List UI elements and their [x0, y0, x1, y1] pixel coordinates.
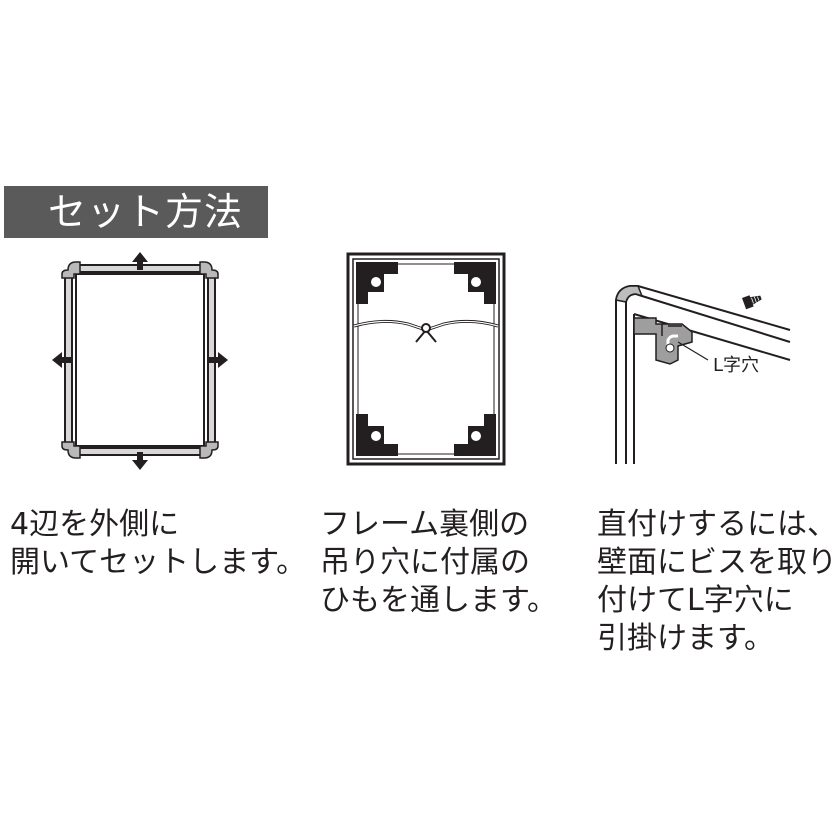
l-hole-label: L字穴 — [713, 355, 760, 376]
caption-line: 引掛けます。 — [597, 621, 774, 656]
step-3-caption: 直付けするには、 壁面にビスを取り 付けてL字穴に 引掛けます。 — [597, 506, 837, 658]
caption-line: フレーム裏側の — [320, 507, 530, 542]
figure-open-edges — [48, 248, 232, 474]
section-title: セット方法 — [4, 186, 268, 238]
step-1-caption: 4辺を外側に 開いてセットします。 — [10, 506, 306, 582]
caption-line: 4辺を外側に — [10, 507, 180, 542]
caption-line: 壁面にビスを取り — [597, 545, 837, 580]
caption-line: ひもを通します。 — [320, 583, 557, 618]
caption-line: 直付けするには、 — [597, 507, 837, 542]
step-2-caption: フレーム裏側の 吊り穴に付属の ひもを通します。 — [320, 506, 557, 620]
caption-line: 付けてL字穴に — [597, 583, 794, 618]
caption-line: 吊り穴に付属の — [320, 545, 530, 580]
caption-line: 開いてセットします。 — [10, 545, 307, 580]
figure-frame-back — [346, 252, 506, 466]
figure-wall-mount — [612, 280, 792, 466]
